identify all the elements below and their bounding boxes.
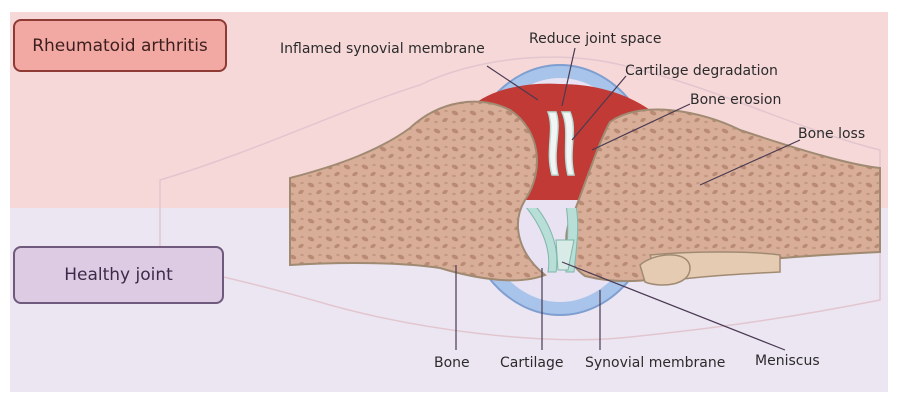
label-bone-loss: Bone loss [798, 126, 865, 142]
label-cartilage: Cartilage [500, 355, 563, 371]
healthy-joint-label-box: Healthy joint [13, 246, 224, 304]
label-inflamed-synovial-membrane: Inflamed synovial membrane [280, 41, 485, 57]
label-bone-erosion: Bone erosion [690, 92, 781, 108]
bone-head [640, 255, 690, 285]
healthy-joint-label: Healthy joint [64, 265, 173, 285]
rheumatoid-arthritis-label: Rheumatoid arthritis [32, 36, 208, 56]
label-synovial-membrane: Synovial membrane [585, 355, 725, 371]
label-cartilage-degradation: Cartilage degradation [625, 63, 778, 79]
label-reduce-joint-space: Reduce joint space [529, 31, 661, 47]
label-meniscus: Meniscus [755, 353, 820, 369]
rheumatoid-arthritis-label-box: Rheumatoid arthritis [13, 19, 227, 72]
label-bone: Bone [434, 355, 470, 371]
